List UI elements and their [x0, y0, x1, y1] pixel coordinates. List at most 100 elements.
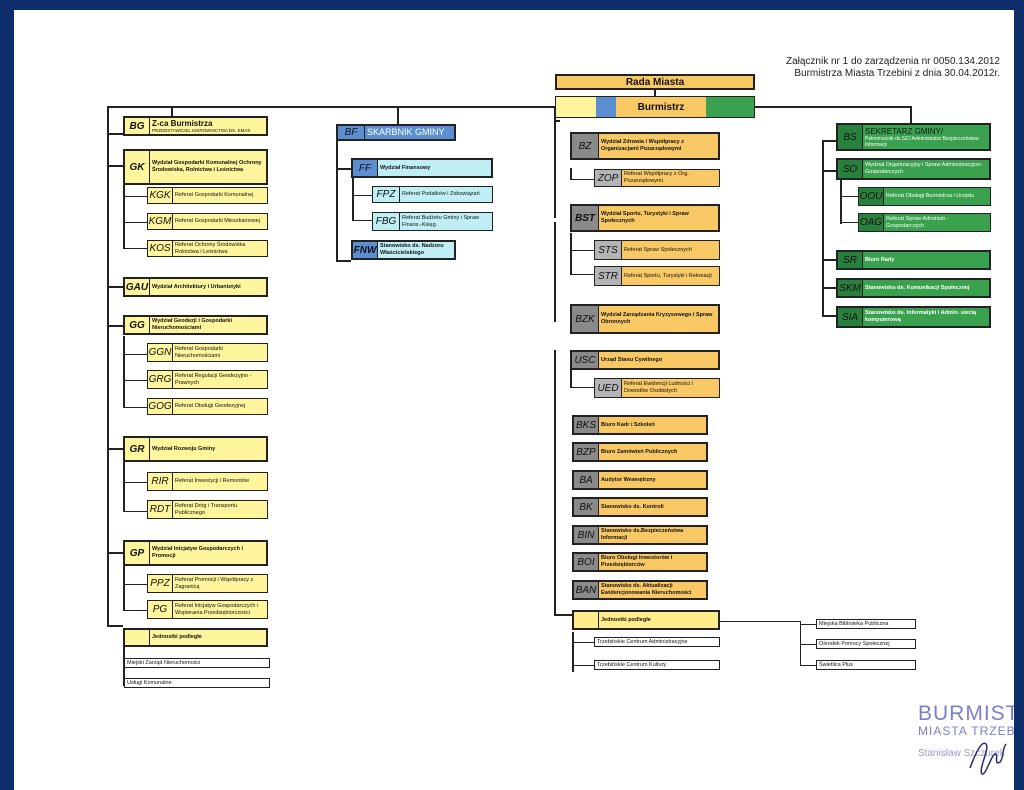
- unit-box-ggn: GGN Referat Gospodarki Nieruchomościami: [147, 343, 268, 362]
- unit-box-tca: Trzebińskie Centrum Administracyjne: [594, 637, 720, 647]
- connector: [107, 106, 109, 626]
- unit-name: Stanowisko ds.Bezpieczeństwa Informacji: [601, 528, 684, 541]
- unit-name: Biuro Zamówień Publicznych: [601, 448, 678, 455]
- unit-box-ppz: PPZ Referat Promocji i Współpracy z Zagr…: [147, 574, 268, 593]
- connector: [107, 133, 123, 135]
- connector: [171, 106, 173, 118]
- unit-box-str: STR Referat Sportu, Turystyki i Rekreacj…: [594, 266, 720, 286]
- unit-box-bzp: BZP Biuro Zamówień Publicznych: [572, 442, 708, 462]
- stamp-line-1: BURMISTRZ: [918, 702, 1014, 725]
- unit-name: Referat Gospodarki Komunalnej: [175, 192, 254, 199]
- mayor-stamp: BURMISTRZ MIASTA TRZEBINI Stanisław Szcz…: [918, 702, 1014, 774]
- unit-box-kos: KOS Referat Ochrony Środowiska Rolnictwa…: [147, 240, 268, 257]
- unit-subtitle: Pełnomocnik ds.SZJ Administrator Bezpiec…: [865, 135, 979, 148]
- unit-code: BF: [338, 126, 365, 139]
- unit-name: Biuro Obsługi Inwestorów i Przedsiębiorc…: [601, 555, 673, 568]
- unit-box-grg: GRG Referat Regulacji Geodezyjno - Prawn…: [147, 370, 268, 389]
- connector: [554, 130, 556, 218]
- unit-box-rir: RIR Referat Inwestycji i Remontów: [147, 472, 268, 491]
- unit-code: KGM: [148, 214, 173, 229]
- unit-code: FNW: [353, 242, 378, 258]
- unit-box-bst: BST Wydział Sportu, Turystyki i Spraw Sp…: [570, 204, 720, 232]
- unit-code-blank: [574, 612, 599, 628]
- connector: [570, 387, 594, 388]
- unit-box-bz: BZ Wydział Zdrowia i Współpracy z Organi…: [570, 132, 720, 160]
- unit-box-bk: BK Stanowisko ds. Kontroli: [572, 497, 708, 517]
- unit-box-zop: ZOP Referat Współpracy z Org. Pozarządow…: [594, 169, 720, 187]
- connector: [352, 220, 372, 221]
- unit-code: GAU: [125, 279, 150, 295]
- rada-miasta-box: Rada Miasta: [555, 74, 755, 90]
- unit-name: Referat Obsługi Burmistrza i Urzędu: [886, 193, 975, 200]
- connector: [123, 610, 147, 611]
- connector: [123, 380, 147, 381]
- unit-box-sts: STS Referat Spraw Społecznych: [594, 240, 720, 260]
- connector: [570, 168, 572, 180]
- connector: [123, 584, 147, 585]
- unit-box-ff: FF Wydział Finansowy: [351, 158, 493, 178]
- connector: [554, 222, 556, 322]
- header-line-1: Załącznik nr 1 do zarządzenia nr 0050.13…: [785, 56, 1000, 67]
- connector: [554, 106, 556, 130]
- connector: [336, 135, 338, 261]
- unit-name: Referat Podatków i Zobowiązań: [402, 191, 480, 198]
- unit-box-ued: UED Referat Ewidencji Ludności i Dowodów…: [594, 378, 720, 398]
- connector: [554, 606, 556, 616]
- connector: [123, 566, 125, 611]
- connector: [570, 179, 594, 180]
- connector: [107, 286, 123, 288]
- unit-name: Wydział Zarządzania Kryzysowego i Spraw …: [601, 312, 713, 325]
- connector: [554, 350, 556, 608]
- connector: [107, 106, 555, 108]
- unit-box-so: SO Wydział Organizacyjny i Spraw Adminis…: [836, 158, 991, 180]
- unit-code: GGN: [148, 344, 173, 361]
- unit-name: Biuro Kadr i Szkoleń: [601, 421, 655, 428]
- unit-code: PPZ: [148, 575, 173, 592]
- unit-name: Biuro Rady: [865, 256, 895, 263]
- unit-name: Referat Gospodarki Mieszkaniowej: [175, 218, 260, 225]
- connector: [123, 196, 147, 197]
- color-band-green: [706, 97, 754, 117]
- unit-code-blank: [125, 630, 150, 645]
- connector: [754, 106, 912, 108]
- unit-name: Miejski Zarząd Nieruchomości: [127, 659, 201, 666]
- unit-code: GRG: [148, 371, 173, 388]
- connector: [720, 621, 800, 622]
- unit-name: Referat Współpracy z Org. Pozarządowymi: [624, 171, 689, 184]
- rada-miasta-label: Rada Miasta: [625, 76, 685, 88]
- unit-code: SIA: [838, 308, 863, 326]
- unit-box-skm: SKM Stanowisko ds. Komunikacji Społeczne…: [836, 278, 991, 298]
- signature: [969, 742, 1007, 775]
- unit-box-boi: BOI Biuro Obsługi Inwestorów i Przedsięb…: [572, 552, 708, 572]
- connector: [336, 260, 351, 262]
- unit-box-mzn: Miejski Zarząd Nieruchomości: [124, 658, 270, 668]
- connector: [822, 315, 836, 317]
- unit-name: Trzebińskie Centrum Administracyjne: [597, 638, 688, 645]
- unit-code: GP: [125, 542, 150, 564]
- connector: [123, 222, 147, 223]
- unit-code: KGK: [148, 188, 173, 203]
- unit-box-gau: GAU Wydział Architektury i Urbanistyki: [123, 277, 268, 297]
- unit-box-gk: GK Wydział Gospodarki Komunalnej Ochrony…: [123, 149, 268, 185]
- unit-name: Jednostki podległe: [601, 616, 651, 623]
- unit-name: Stanowisko ds. Informatyki i Admin. siec…: [865, 310, 977, 323]
- connector: [572, 665, 594, 666]
- unit-name: Referat Sportu, Turystyki i Rekreacji: [624, 272, 712, 279]
- connector: [822, 287, 836, 289]
- unit-box-gg: GG Wydział Geodezji i Gospodarki Nieruch…: [123, 315, 268, 335]
- unit-code: FF: [353, 160, 378, 176]
- unit-code: BG: [125, 118, 150, 134]
- stamp-line-2: MIASTA TRZEBINI: [918, 724, 1014, 738]
- unit-box-fnw: FNW Stanowisko ds. Nadzoru Właścicielski…: [351, 240, 456, 260]
- connector: [123, 407, 147, 408]
- unit-name: SKARBNIK GMINY: [367, 127, 445, 138]
- connector: [570, 250, 594, 251]
- connector: [800, 624, 816, 625]
- unit-box-oou: OOU Referat Obsługi Burmistrza i Urzędu: [858, 187, 991, 206]
- connector: [123, 248, 147, 249]
- unit-box-bzk: BZK Wydział Zarządzania Kryzysowego i Sp…: [570, 304, 720, 334]
- unit-name: Ośrodek Pomocy Społecznej: [819, 640, 890, 647]
- burmistrz-box: Burmistrz: [555, 96, 755, 118]
- unit-code: GR: [125, 438, 150, 460]
- connector: [572, 642, 594, 643]
